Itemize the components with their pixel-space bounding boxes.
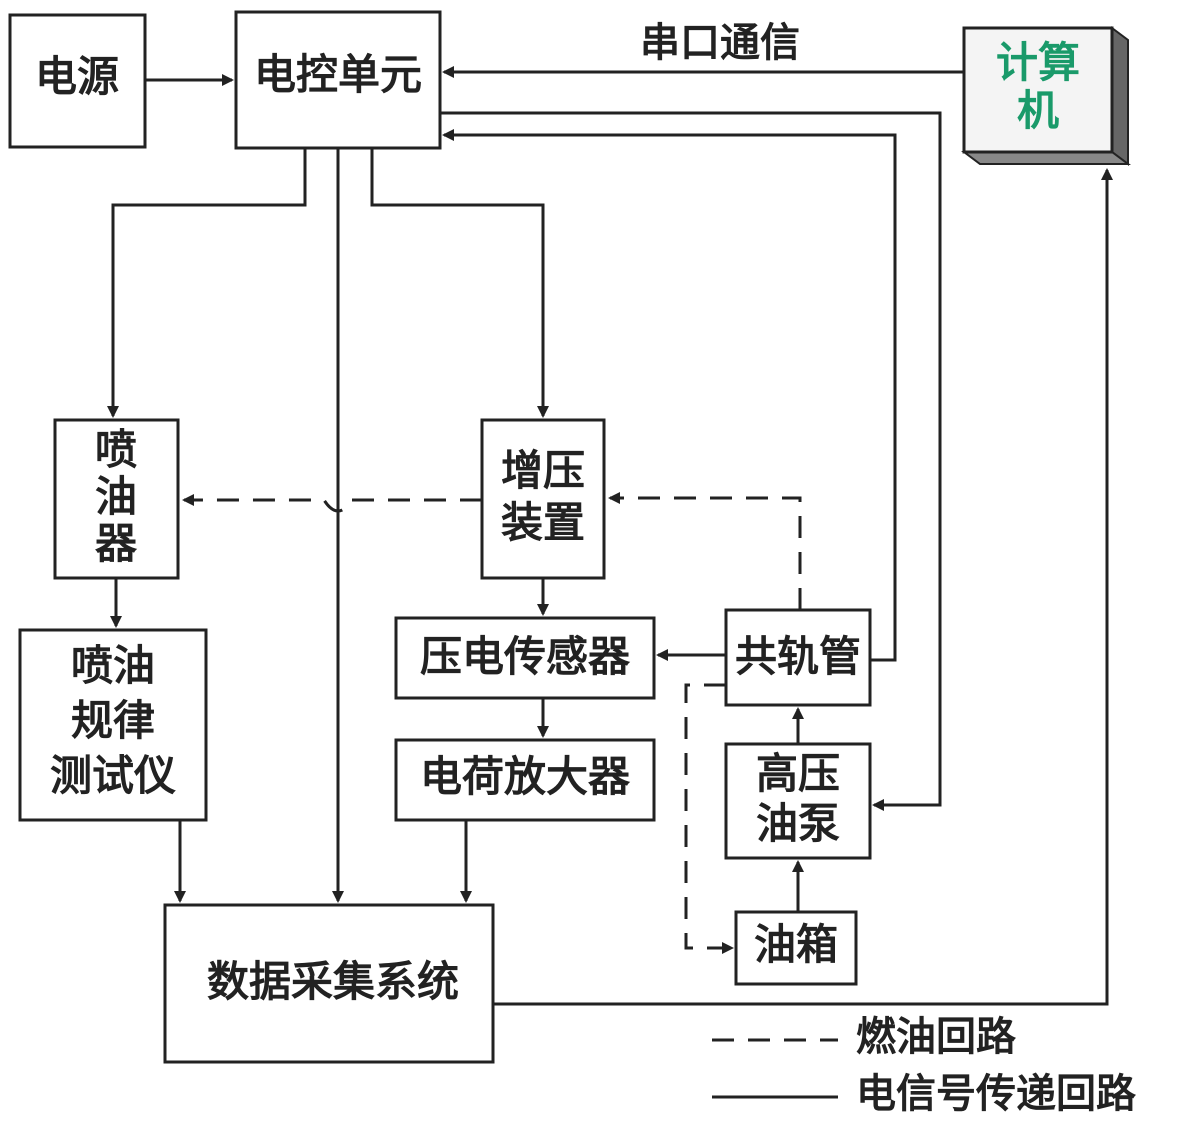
daq-label: 数据采集系统 bbox=[207, 957, 459, 1006]
power-label: 电源 bbox=[35, 52, 119, 101]
ecu-box: 电控单元 bbox=[234, 10, 442, 150]
ecu-label: 电控单元 bbox=[254, 50, 422, 99]
rail-to-tank-fuel-return-arrow bbox=[684, 683, 734, 954]
tank-box: 油箱 bbox=[734, 910, 858, 986]
booster-label-line1: 增压 bbox=[501, 446, 585, 495]
ecu-to-hp-pump-arrow bbox=[440, 111, 942, 811]
booster-label-line2: 装置 bbox=[501, 498, 585, 547]
computer-box: 计算 机 bbox=[961, 26, 1131, 166]
ecu-to-booster-arrow bbox=[370, 148, 549, 418]
power-box: 电源 bbox=[8, 13, 147, 149]
booster-to-injector-fuel-arrow bbox=[182, 494, 482, 513]
daq-box: 数据采集系统 bbox=[163, 903, 495, 1064]
ecu-to-injector-arrow bbox=[107, 148, 307, 418]
injector-label-line1: 喷 bbox=[95, 425, 137, 474]
serial-comm-label: 串口通信 bbox=[640, 19, 800, 66]
tank-label: 油箱 bbox=[754, 920, 838, 969]
hp-pump-label-line2: 油泵 bbox=[756, 799, 840, 848]
booster-box: 增压 装置 bbox=[480, 418, 606, 580]
signal-connectors bbox=[107, 66, 1113, 1006]
tester-box: 喷油 规律 测试仪 bbox=[18, 628, 208, 822]
tester-label-line1: 喷油 bbox=[71, 641, 155, 690]
tester-label-line3: 测试仪 bbox=[50, 751, 176, 800]
fuel-connectors bbox=[182, 492, 802, 954]
daq-to-computer-arrow bbox=[493, 168, 1113, 1006]
rail-to-booster-fuel-arrow bbox=[608, 492, 802, 610]
computer-label-line1: 计算 bbox=[996, 38, 1080, 87]
legend: 燃油回路 电信号传递回路 bbox=[712, 1013, 1137, 1117]
injector-label-line2: 油 bbox=[95, 472, 137, 521]
charge-amp-label: 电荷放大器 bbox=[420, 752, 631, 801]
piezo-sensor-box: 压电传感器 bbox=[394, 616, 656, 700]
rail-to-ecu-arrow bbox=[442, 129, 897, 662]
common-rail-label: 共轨管 bbox=[735, 632, 861, 681]
legend-fuel-label: 燃油回路 bbox=[856, 1013, 1017, 1060]
computer-label-line2: 机 bbox=[1017, 86, 1059, 135]
tester-label-line2: 规律 bbox=[71, 696, 155, 745]
charge-amp-box: 电荷放大器 bbox=[394, 738, 656, 822]
hp-pump-label-line1: 高压 bbox=[756, 749, 840, 798]
injector-label-line3: 器 bbox=[95, 519, 138, 568]
piezo-sensor-label: 压电传感器 bbox=[420, 632, 631, 681]
common-rail-box: 共轨管 bbox=[724, 608, 872, 707]
legend-signal-label: 电信号传递回路 bbox=[856, 1070, 1137, 1117]
injector-box: 喷 油 器 bbox=[53, 418, 180, 580]
hp-pump-box: 高压 油泵 bbox=[724, 742, 872, 860]
